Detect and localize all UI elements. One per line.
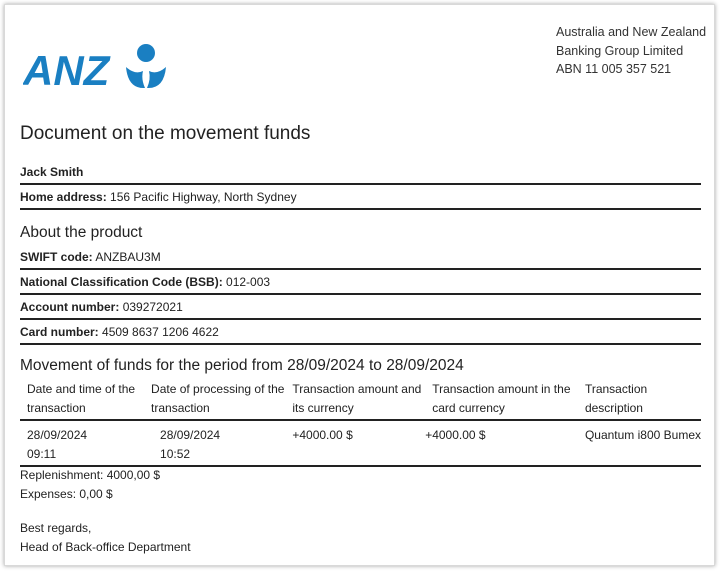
bank-name-line1: Australia and New Zealand: [556, 25, 707, 39]
swift-label: SWIFT code:: [20, 250, 93, 264]
expenses-total: Expenses: 0,00 $: [20, 486, 113, 501]
column-header-amount: Transaction amount and its currency: [285, 378, 426, 421]
cell-processing: 28/09/2024 10:52: [144, 420, 286, 467]
replenishment-total: Replenishment: 4000,00 $: [20, 468, 161, 482]
svg-text:ANZ: ANZ: [23, 47, 111, 91]
cell-processing-date: 28/09/2024: [160, 428, 221, 442]
cell-card-amount: +4000.00 $: [425, 420, 578, 467]
account-row: Account number: 039272021: [20, 295, 701, 320]
account-value: 039272021: [122, 300, 183, 314]
product-heading: About the product: [20, 224, 143, 241]
account-label: Account number:: [20, 300, 120, 314]
closing-greeting: Best regards,: [20, 521, 92, 535]
column-header-card-amount: Transaction amount in the card currency: [425, 378, 578, 421]
bank-info: Australia and New Zealand Banking Group …: [556, 23, 706, 79]
product-details: SWIFT code: ANZBAU3M National Classifica…: [20, 245, 701, 345]
cell-amount: +4000.00 $: [285, 420, 426, 467]
bsb-value: 012-003: [226, 275, 271, 289]
bsb-label: National Classification Code (BSB):: [20, 275, 223, 289]
cell-time: 09:11: [27, 446, 57, 461]
anz-logo: ANZ: [23, 44, 166, 91]
document-page: ANZ Australia and New Zealand Banking Gr…: [4, 4, 715, 566]
cell-date-time: 28/09/2024 09:11: [20, 420, 145, 467]
document-title: Document on the movement funds: [20, 123, 311, 144]
closing-signatory: Head of Back-office Department: [20, 539, 191, 554]
transactions-table: Date and time of the transaction Date of…: [20, 378, 701, 467]
holder-details: Jack Smith Home address: 156 Pacific Hig…: [20, 160, 701, 210]
bank-name-line2: Banking Group Limited: [556, 43, 684, 58]
card-row: Card number: 4509 8637 1206 4622: [20, 320, 701, 345]
column-header-date-time: Date and time of the transaction: [20, 378, 145, 421]
swift-value: ANZBAU3M: [95, 250, 161, 264]
column-header-description: Transaction description: [577, 378, 701, 421]
holder-name-row: Jack Smith: [20, 160, 701, 185]
cell-date: 28/09/2024: [27, 428, 88, 442]
card-value: 4509 8637 1206 4622: [102, 325, 219, 339]
column-header-processing-date: Date of processing of the transaction: [144, 378, 286, 421]
address-value: 156 Pacific Highway, North Sydney: [110, 190, 297, 204]
address-row: Home address: 156 Pacific Highway, North…: [20, 185, 701, 210]
swift-row: SWIFT code: ANZBAU3M: [20, 245, 701, 270]
closing: Best regards, Head of Back-office Depart…: [20, 519, 191, 556]
movement-heading: Movement of funds for the period from 28…: [20, 357, 464, 374]
table-row: 28/09/2024 09:11 28/09/2024 10:52 +4000.…: [20, 420, 701, 467]
card-label: Card number:: [20, 325, 99, 339]
cell-description: Quantum i800 Bumex: [577, 420, 701, 467]
holder-name: Jack Smith: [20, 165, 84, 179]
bank-abn: ABN 11 005 357 521: [556, 62, 672, 76]
summary: Replenishment: 4000,00 $ Expenses: 0,00 …: [20, 466, 160, 503]
cell-processing-time: 10:52: [160, 446, 191, 461]
anz-people-icon: [126, 44, 166, 89]
table-header-row: Date and time of the transaction Date of…: [20, 378, 701, 421]
bsb-row: National Classification Code (BSB): 012-…: [20, 270, 701, 295]
address-label: Home address:: [20, 190, 107, 204]
